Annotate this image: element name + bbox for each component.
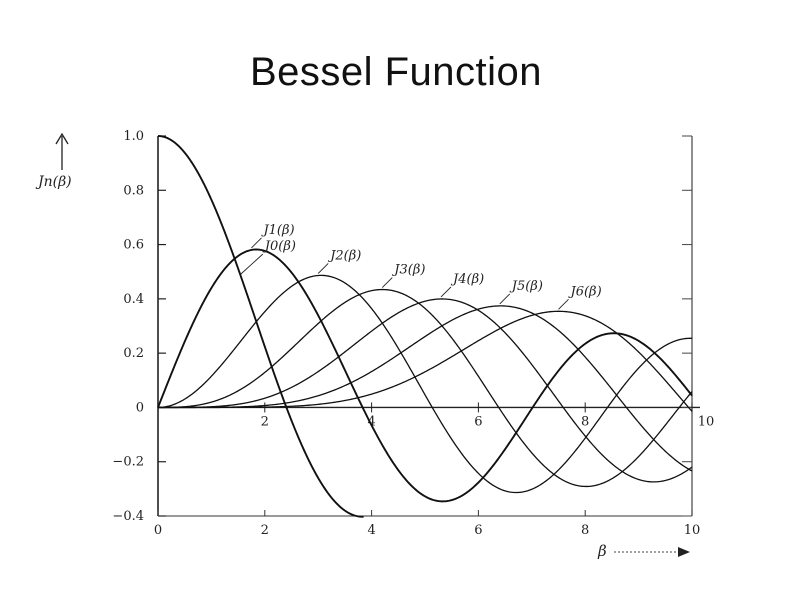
y-tick-label: 0.8 [123, 183, 144, 198]
y-tick-label: −0.2 [112, 455, 144, 470]
x-tick-inner-label: 2 [261, 414, 269, 429]
y-tick-label: 0.4 [123, 292, 144, 307]
x-tick-inner-label: 8 [581, 414, 589, 429]
curve-j3 [158, 288, 693, 488]
x-tick-label: 4 [367, 523, 375, 538]
axis-arrow-layer: Jn(β) β [35, 132, 690, 560]
label-leader [240, 253, 264, 275]
curve-j1 [157, 248, 693, 503]
tick-layer: 1.0 0.8 0.6 0.4 0.2 0 −0.2 −0.4 0 2 4 6 8 10 2 4 6 8 10 [112, 129, 714, 538]
y-tick-label: 0.2 [123, 346, 144, 361]
y-tick-label: 0 [136, 400, 144, 415]
x-tick-label: 2 [261, 523, 269, 538]
curve-j4 [158, 298, 693, 483]
y-axis-label: Jn(β) [35, 174, 72, 190]
curve-label: J1(β) [260, 223, 294, 238]
y-tick-label: 0.6 [123, 238, 144, 253]
x-tick-label: 0 [154, 523, 162, 538]
curve-j2 [157, 274, 693, 494]
x-tick-inner-label: 6 [474, 414, 482, 429]
curve-layer [157, 135, 693, 518]
x-tick-label: 8 [581, 523, 589, 538]
slide-title: Bessel Function [249, 50, 543, 94]
curve-label: J3(β) [391, 263, 425, 278]
curve-j0 [157, 135, 364, 518]
curve-label: J4(β) [450, 272, 484, 287]
label-leader [440, 286, 452, 298]
curve-label: J0(β) [262, 239, 296, 254]
label-layer: J0(β)J1(β) J2(β) J3(β) J4(β) J5(β) J6(β) [240, 223, 602, 310]
x-tick-label: 6 [474, 523, 482, 538]
plot-frame [157, 136, 700, 517]
x-tick-inner-label: 4 [367, 414, 375, 429]
label-leader [381, 277, 393, 288]
x-axis-label: β [597, 542, 607, 560]
curve-label: J6(β) [568, 284, 602, 299]
curve-j5 [158, 305, 693, 472]
x-tick-label: 10 [684, 523, 701, 538]
label-leader [558, 298, 569, 310]
y-tick-label: −0.4 [112, 509, 144, 524]
label-leader [251, 237, 262, 249]
curve-label: J2(β) [327, 248, 361, 263]
label-leader [499, 293, 511, 305]
y-axis-arrow-head-icon [55, 132, 69, 145]
x-tick-inner-label: 10 [698, 414, 715, 429]
x-axis-arrow-head-icon [678, 547, 690, 557]
curve-j6 [158, 310, 693, 412]
label-leader [317, 263, 329, 274]
y-tick-label: 1.0 [123, 129, 144, 144]
curve-label: J5(β) [509, 279, 543, 294]
